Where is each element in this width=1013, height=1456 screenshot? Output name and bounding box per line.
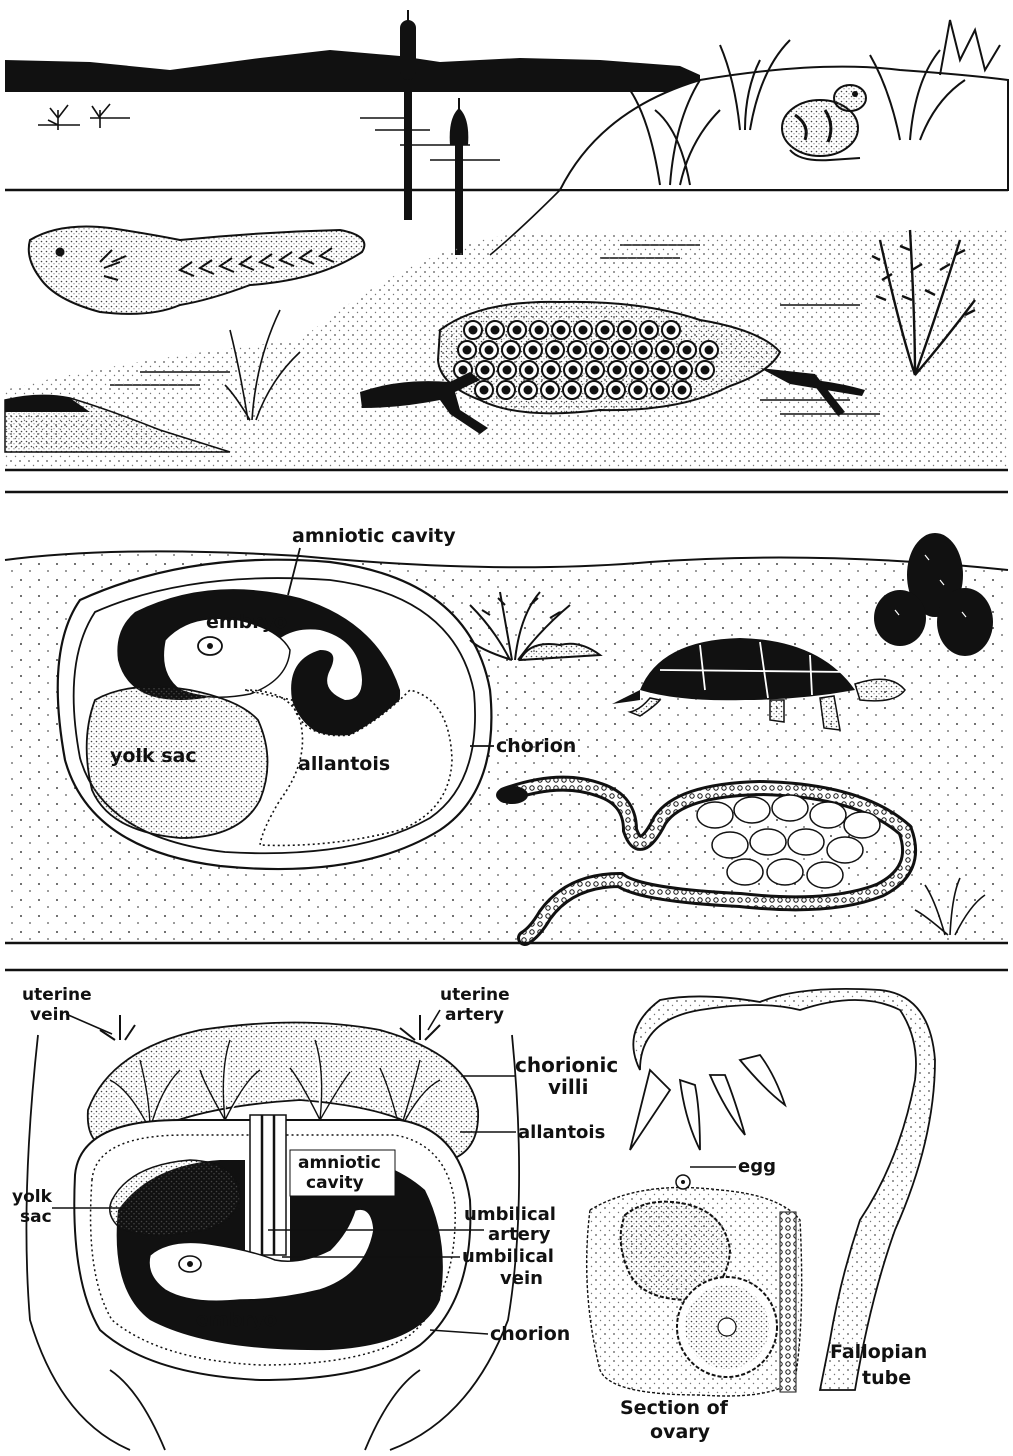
tadpole-icon	[29, 227, 365, 314]
frog-egg-yolk	[513, 326, 522, 335]
snake-egg	[788, 829, 824, 855]
snake-egg	[772, 795, 808, 821]
frog-egg-yolk	[645, 326, 654, 335]
frog-egg-yolk	[573, 346, 582, 355]
frog-egg-yolk	[485, 346, 494, 355]
snake-egg	[712, 832, 748, 858]
label-egg: egg	[738, 1156, 776, 1177]
label-yolk-sac: yolk sac	[110, 745, 197, 767]
snake-egg	[697, 802, 733, 828]
frog-egg-yolk	[507, 346, 516, 355]
frog-egg-yolk	[683, 346, 692, 355]
frog-egg-yolk	[535, 326, 544, 335]
frog-egg-yolk	[657, 366, 666, 375]
frog-egg-yolk	[679, 366, 688, 375]
frog-egg-yolk	[635, 366, 644, 375]
label-mammal-amniotic-cavity-2: cavity	[306, 1173, 364, 1193]
label-uterine-artery-1: uterine	[440, 985, 510, 1005]
frog-egg-yolk	[491, 326, 500, 335]
label-mammal-yolk-1: yolk	[12, 1187, 53, 1207]
frog-egg-yolk	[701, 366, 710, 375]
snake-egg	[734, 797, 770, 823]
label-uterine-vein-2: vein	[30, 1005, 71, 1025]
frog-egg-yolk	[705, 346, 714, 355]
frog-egg-yolk	[590, 386, 599, 395]
frog-egg-yolk	[678, 386, 687, 395]
cattail-icon	[400, 10, 468, 255]
label-umbilical-vein-1: umbilical	[462, 1246, 554, 1267]
horizon-hills	[5, 50, 700, 92]
frog-egg-yolk	[623, 326, 632, 335]
label-uterine-vein-1: uterine	[22, 985, 92, 1005]
frog-egg-yolk	[613, 366, 622, 375]
snake-egg	[810, 802, 846, 828]
frog-egg-yolk	[656, 386, 665, 395]
frog-egg-yolk	[634, 386, 643, 395]
label-allantois: allantois	[298, 753, 390, 775]
snake-egg	[750, 829, 786, 855]
frog-egg-yolk	[639, 346, 648, 355]
label-mammal-allantois: allantois	[518, 1122, 605, 1143]
frog-egg-yolk	[525, 366, 534, 375]
frog-egg-yolk	[480, 386, 489, 395]
frog-egg-yolk	[661, 346, 670, 355]
label-mammal-embryo: embryo	[196, 1309, 277, 1331]
label-section-of-ovary-2: ovary	[650, 1421, 711, 1443]
frog-egg-yolk	[502, 386, 511, 395]
frog-egg-yolk	[667, 326, 676, 335]
frog-egg-yolk	[529, 346, 538, 355]
label-mammal-amniotic-cavity-1: amniotic	[298, 1153, 381, 1173]
label-chorion: chorion	[496, 735, 576, 757]
label-chorionic-villi-2: villi	[548, 1075, 588, 1099]
frog-egg-yolk	[591, 366, 600, 375]
frog-egg-yolk	[569, 366, 578, 375]
ovary-icon	[587, 1175, 802, 1396]
label-umbilical-vein-2: vein	[500, 1268, 543, 1289]
snake-egg	[727, 859, 763, 885]
frog-egg-yolk	[579, 326, 588, 335]
frog-egg-yolk	[463, 346, 472, 355]
snake-egg	[767, 859, 803, 885]
frog-egg-yolk	[612, 386, 621, 395]
reptile-panel: amniotic cavity embryo yolk sac allantoi…	[5, 525, 1008, 940]
water-weed-icon	[48, 104, 110, 130]
label-mammal-chorion: chorion	[490, 1323, 570, 1345]
frog-egg-yolk	[557, 326, 566, 335]
frog-egg-yolk	[481, 366, 490, 375]
frog-egg-yolk	[601, 326, 610, 335]
mammal-panel: uterine vein uterine artery chorionic vi…	[12, 985, 935, 1450]
frog-egg-yolk	[568, 386, 577, 395]
label-umbilical-artery-1: umbilical	[464, 1204, 556, 1225]
label-embryo: embryo	[206, 611, 287, 633]
aquatic-panel	[5, 10, 1008, 470]
frog-egg-yolk	[469, 326, 478, 335]
label-fallopian-2: tube	[862, 1367, 911, 1389]
snake-egg	[844, 812, 880, 838]
frog-egg-yolk	[459, 366, 468, 375]
frog-egg-yolk	[595, 346, 604, 355]
frog-egg-yolk	[547, 366, 556, 375]
frog-egg-yolk	[546, 386, 555, 395]
snake-egg	[807, 862, 843, 888]
frog-egg-yolk	[551, 346, 560, 355]
label-section-of-ovary-1: Section of	[620, 1397, 729, 1419]
frog-egg-yolk	[524, 386, 533, 395]
label-mammal-yolk-2: sac	[20, 1207, 52, 1227]
frog-egg-yolk	[503, 366, 512, 375]
snake-egg	[827, 837, 863, 863]
label-fallopian-1: Fallopian	[830, 1341, 927, 1363]
label-umbilical-artery-2: artery	[488, 1224, 551, 1245]
label-chorionic-villi-1: chorionic	[515, 1053, 618, 1077]
frog-egg-yolk	[617, 346, 626, 355]
label-amniotic-cavity: amniotic cavity	[292, 525, 456, 547]
label-uterine-artery-2: artery	[445, 1005, 504, 1025]
